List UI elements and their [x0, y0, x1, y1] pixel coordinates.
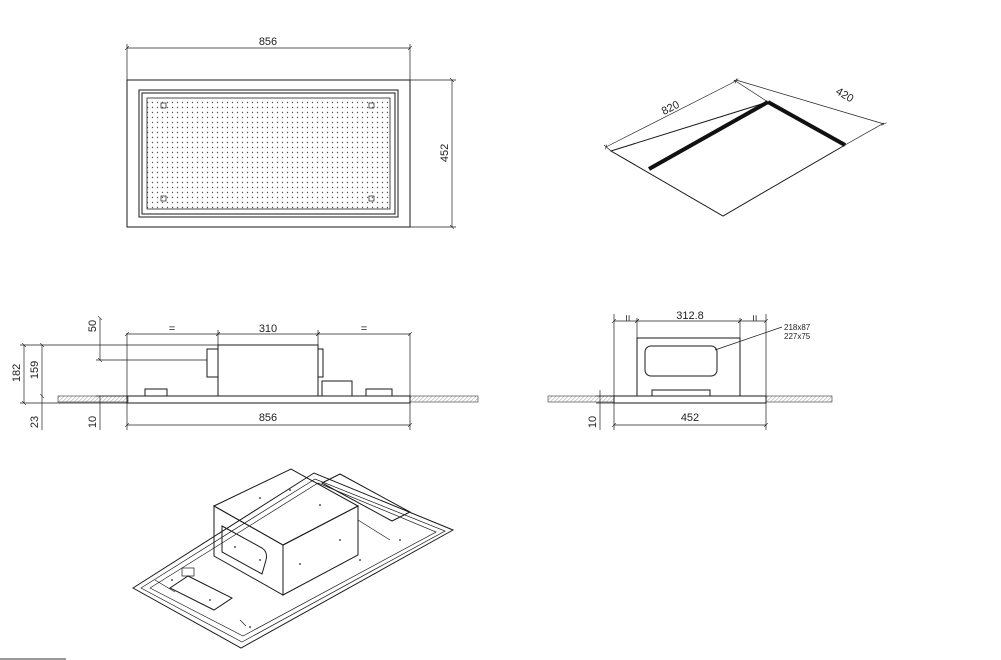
ceiling-cutout-outline	[609, 101, 847, 217]
iso-bracket	[169, 575, 233, 611]
top-view: 856 452	[127, 36, 456, 227]
side-ceiling-hatch-right	[765, 395, 833, 403]
opening-size-2: 227x75	[784, 332, 811, 341]
dim-182-label: 182	[11, 364, 23, 382]
front-panel	[126, 395, 411, 404]
iso-motor-front	[213, 505, 284, 596]
isometric-view	[132, 468, 455, 649]
side-equal-left: =	[621, 315, 633, 321]
front-view: = 310 = 856 50 182 159 23 10	[11, 318, 479, 430]
side-ceiling-hatch-left	[547, 395, 615, 403]
opening-size-1: 218x87	[784, 323, 811, 332]
side-width-label: 452	[681, 412, 699, 424]
dim-10-label: 10	[87, 416, 99, 428]
side-air-opening	[644, 345, 718, 377]
side-view: = 312.8 = 452 218x87 227x75 10	[547, 310, 833, 430]
side-box-width-label: 312.8	[676, 310, 704, 322]
front-equal-right: =	[361, 323, 367, 335]
front-width-label: 856	[259, 412, 277, 424]
front-motor-box	[217, 344, 319, 397]
front-box-width-label: 310	[259, 323, 277, 335]
panel-frame	[138, 89, 399, 218]
panel-outline	[126, 79, 411, 228]
top-width-label: 856	[259, 36, 277, 48]
cutout-length-label: 820	[660, 99, 682, 118]
side-equal-right: =	[748, 315, 760, 321]
dim-159-label: 159	[29, 361, 41, 379]
dim-23-label: 23	[29, 416, 41, 428]
top-height-label: 452	[439, 144, 451, 162]
perforated-filter	[146, 97, 391, 210]
cutout-view: 820 420	[603, 80, 884, 217]
dim-50-label: 50	[87, 320, 99, 332]
cutout-width-label: 420	[834, 86, 856, 106]
iso-motor-side	[282, 505, 359, 596]
ceiling-hatch-left	[57, 395, 129, 403]
front-equal-left: =	[169, 323, 175, 335]
cutout-short-edge	[767, 100, 846, 147]
side-dim-10-label: 10	[587, 416, 599, 428]
iso-air-opening	[221, 525, 267, 575]
iso-ceiling-plate	[132, 472, 455, 649]
cutout-width-dimension-line	[736, 80, 884, 124]
cutout-length-dimension-line	[606, 81, 736, 147]
opening-leader	[714, 326, 783, 351]
side-panel	[613, 395, 767, 404]
ceiling-hatch-right	[409, 395, 479, 403]
